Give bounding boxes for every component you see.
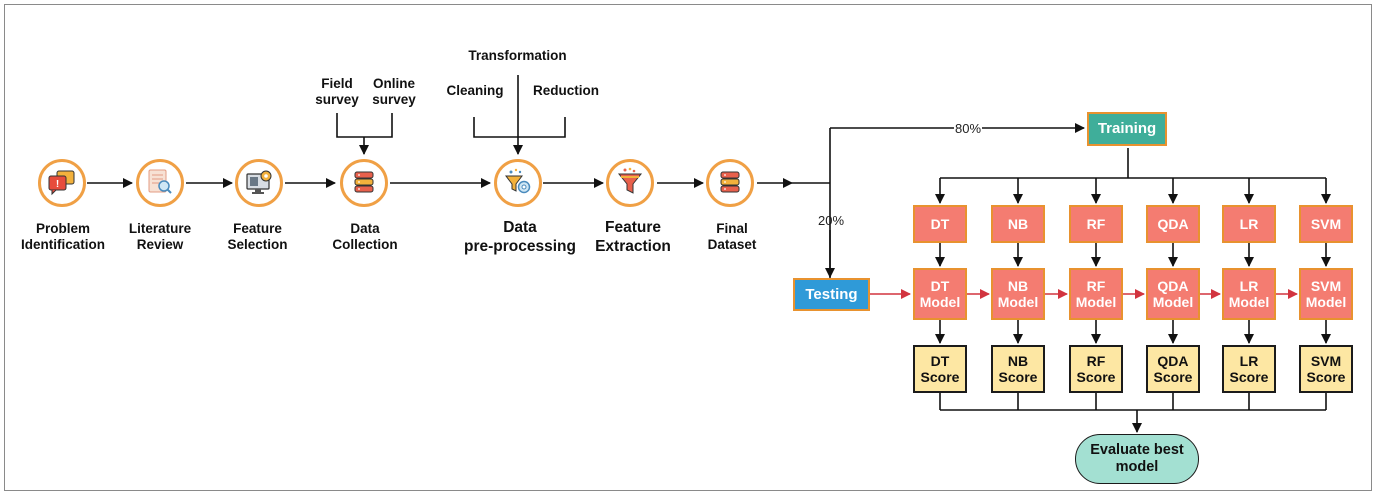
database-icon [720,171,740,193]
svm-score-box: SVM Score [1299,345,1353,393]
feature-selection-node [235,159,283,207]
lr-algorithm-box: LR [1222,205,1276,243]
evaluate-best-model: Evaluate best model [1075,434,1199,484]
step-label-literature-review: Literature Review [128,221,192,253]
dt-algorithm-box: DT [913,205,967,243]
step-label-data-preprocessing: Data pre-processing [464,219,576,255]
rf-algorithm-box: RF [1069,205,1123,243]
qda-score-box: QDA Score [1146,345,1200,393]
step-label-problem-identification: Problem Identification [21,221,105,253]
step-label-final-dataset: Final Dataset [707,221,757,253]
testing-box: Testing [793,278,870,311]
svg-text:!: ! [56,179,59,190]
diagram-frame [4,4,1372,491]
collection-bracket [336,113,393,138]
preprocessing-bracket [473,117,566,138]
step-label-data-collection: Data Collection [332,221,398,253]
qda-model-box: QDA Model [1146,268,1200,320]
database-icon [354,171,374,193]
problem-identification-node: ! [38,159,86,207]
train-percentage: 80% [954,121,983,136]
rf-model-box: RF Model [1069,268,1123,320]
nb-algorithm-box: NB [991,205,1045,243]
cleaning-label: Cleaning [446,83,504,98]
reduction-label: Reduction [533,83,599,98]
lr-model-box: LR Model [1222,268,1276,320]
monitor-settings-icon [246,170,272,194]
field-survey-label: Field survey [315,76,359,108]
data-preprocessing-node [494,159,542,207]
chat-alert-icon: ! [48,170,75,196]
step-label-feature-selection: Feature Selection [227,221,288,253]
step-label-feature-extraction: Feature Extraction [595,219,671,255]
dt-model-box: DT Model [913,268,967,320]
training-box: Training [1087,112,1167,146]
dt-score-box: DT Score [913,345,967,393]
nb-score-box: NB Score [991,345,1045,393]
lr-score-box: LR Score [1222,345,1276,393]
rf-score-box: RF Score [1069,345,1123,393]
funnel-icon [617,167,643,194]
online-survey-label: Online survey [372,76,416,108]
literature-review-node [136,159,184,207]
funnel-gear-icon [505,168,531,194]
document-search-icon [148,169,172,194]
svm-algorithm-box: SVM [1299,205,1353,243]
qda-algorithm-box: QDA [1146,205,1200,243]
svm-model-box: SVM Model [1299,268,1353,320]
data-collection-node [340,159,388,207]
test-percentage: 20% [818,213,845,228]
transformation-label: Transformation [468,48,567,63]
feature-extraction-node [606,159,654,207]
nb-model-box: NB Model [991,268,1045,320]
final-dataset-node [706,159,754,207]
